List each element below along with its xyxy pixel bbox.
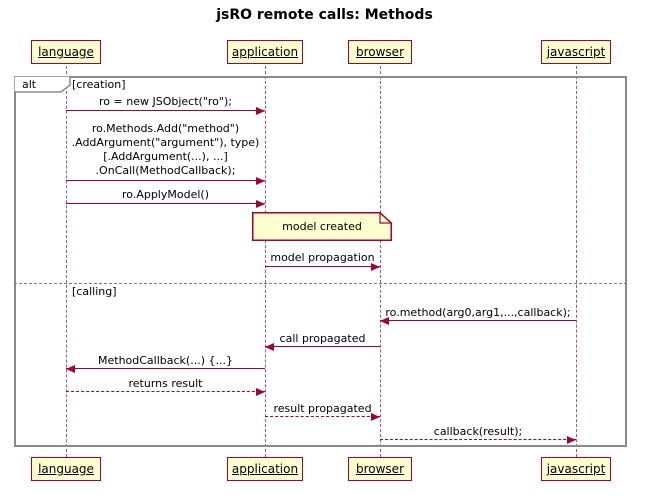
lifeline-application — [265, 66, 266, 457]
lifeline-javascript — [576, 66, 577, 457]
arrowhead-icon — [371, 413, 380, 421]
message-label: ro = new JSObject("ro"); — [99, 95, 232, 108]
alt-fragment-frame — [14, 76, 627, 447]
diagram-title: jsRO remote calls: Methods — [216, 7, 433, 23]
participant-label: javascript — [546, 462, 606, 476]
arrowhead-icon — [256, 107, 265, 115]
alt-operator-pentagon — [14, 76, 71, 93]
guard-creation: [creation] — [72, 78, 126, 91]
message-arrow — [380, 439, 576, 440]
arrowhead-icon — [256, 177, 265, 185]
participant-application-top: application — [227, 40, 303, 64]
message-label-line: .AddArgument("argument"), type) — [71, 136, 260, 149]
participant-application-bottom: application — [227, 457, 303, 481]
participant-label: browser — [355, 462, 404, 476]
participant-browser-top: browser — [348, 40, 412, 64]
alt-section-divider — [14, 283, 627, 284]
participant-label: application — [231, 45, 299, 59]
message-arrow — [265, 416, 380, 417]
message-label: model propagation — [270, 251, 375, 264]
message-label: ro.Methods.Add("method") .AddArgument("a… — [66, 122, 265, 178]
message-label-line: .OnCall(MethodCallback); — [95, 164, 236, 177]
message-arrow — [265, 266, 380, 267]
message-arrow — [265, 346, 380, 347]
arrowhead-icon — [256, 200, 265, 208]
message-label: result propagated — [273, 402, 372, 415]
message-label: ro.ApplyModel() — [122, 188, 209, 201]
arrowhead-icon — [256, 388, 265, 396]
message-label: MethodCallback(...) {...} — [98, 354, 233, 367]
message-arrow — [66, 391, 265, 392]
message-label-line: ro.Methods.Add("method") — [91, 122, 240, 135]
message-label-line: [.AddArgument(...), ...] — [103, 150, 228, 163]
message-arrow — [66, 110, 265, 111]
alt-operator-label: alt — [22, 78, 37, 91]
participant-label: javascript — [546, 45, 606, 59]
message-arrow — [66, 368, 265, 369]
participant-label: language — [38, 45, 94, 59]
note-text: model created — [282, 220, 362, 233]
participant-label: browser — [355, 45, 404, 59]
message-arrow — [380, 320, 576, 321]
message-label: ro.method(arg0,arg1,...,callback); — [385, 306, 571, 319]
note-model-created: model created — [252, 212, 392, 241]
participant-label: application — [231, 462, 299, 476]
message-label: returns result — [128, 377, 203, 390]
arrowhead-icon — [380, 317, 389, 325]
note-shape — [252, 212, 392, 241]
participant-browser-bottom: browser — [348, 457, 412, 481]
participant-language-top: language — [31, 40, 101, 64]
participant-language-bottom: language — [31, 457, 101, 481]
lifeline-browser — [380, 66, 381, 457]
participant-javascript-bottom: javascript — [541, 457, 611, 481]
message-arrow — [66, 180, 265, 181]
lifeline-language — [66, 66, 67, 457]
arrowhead-icon — [567, 436, 576, 444]
message-arrow — [66, 203, 265, 204]
message-label: callback(result); — [433, 425, 523, 438]
arrowhead-icon — [265, 343, 274, 351]
arrowhead-icon — [66, 365, 75, 373]
participant-javascript-top: javascript — [541, 40, 611, 64]
participant-label: language — [38, 462, 94, 476]
guard-calling: [calling] — [72, 285, 117, 298]
arrowhead-icon — [371, 263, 380, 271]
message-label: call propagated — [279, 332, 366, 345]
